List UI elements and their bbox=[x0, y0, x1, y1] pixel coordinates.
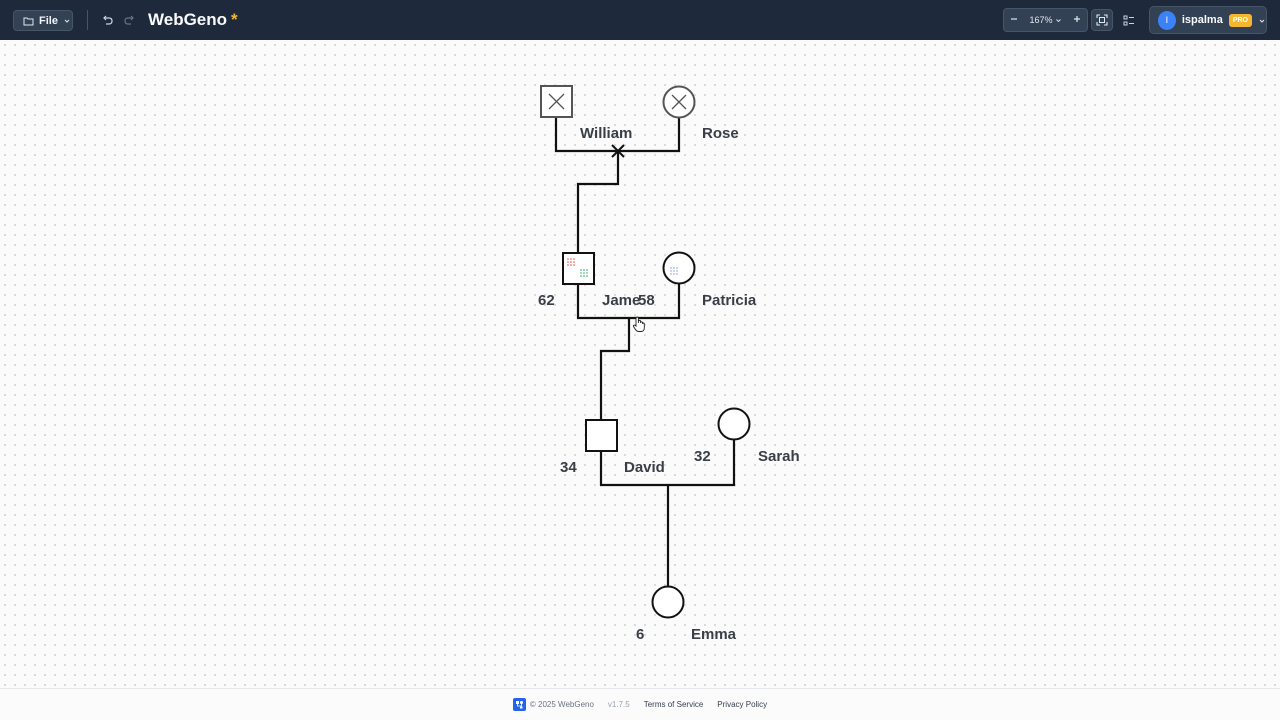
hand-cursor-icon bbox=[632, 316, 645, 332]
name-label-sarah: Sarah bbox=[758, 448, 800, 465]
name-label-patricia: Patricia bbox=[702, 292, 757, 309]
age-label-emma: 6 bbox=[636, 626, 644, 643]
footer: © 2025 WebGeno v1.7.5 Terms of Service P… bbox=[0, 688, 1280, 720]
pedigree-diagram: William Rose 62 Jame 58 Patricia 34 Davi… bbox=[538, 85, 800, 643]
plan-badge: PRO bbox=[1228, 13, 1252, 27]
descent-line-james bbox=[576, 151, 620, 252]
top-toolbar: File WebGeno* 167% bbox=[0, 0, 1280, 40]
settings-panel-button[interactable] bbox=[1120, 11, 1138, 29]
pedigree-canvas[interactable]: William Rose 62 Jame 58 Patricia 34 Davi… bbox=[0, 40, 1280, 688]
chevron-down-icon bbox=[1258, 11, 1266, 29]
name-label-james: Jame bbox=[602, 292, 640, 309]
version-text: v1.7.5 bbox=[607, 700, 630, 709]
user-menu[interactable]: I ispalma PRO bbox=[1149, 6, 1267, 34]
zoom-level-dropdown[interactable]: 167% bbox=[1029, 15, 1061, 25]
file-menu-label: File bbox=[39, 14, 58, 27]
name-label-david: David bbox=[624, 459, 665, 476]
list-settings-icon bbox=[1123, 15, 1134, 25]
fit-to-screen-button[interactable] bbox=[1091, 9, 1113, 31]
privacy-link[interactable]: Privacy Policy bbox=[717, 700, 768, 709]
username: ispalma bbox=[1181, 14, 1223, 26]
copyright-text: © 2025 WebGeno bbox=[529, 700, 594, 709]
age-label-david: 34 bbox=[560, 459, 577, 476]
plus-icon bbox=[1074, 16, 1080, 22]
individual-rose[interactable] bbox=[662, 85, 696, 119]
avatar: I bbox=[1158, 10, 1176, 30]
document-title: WebGeno* bbox=[148, 10, 238, 30]
individual-james[interactable] bbox=[562, 252, 595, 285]
undo-icon bbox=[101, 15, 113, 25]
fit-screen-icon bbox=[1096, 14, 1108, 26]
undo-button[interactable] bbox=[98, 11, 116, 29]
webgeno-logo-icon bbox=[512, 698, 526, 711]
age-label-james: 62 bbox=[538, 292, 555, 309]
individual-patricia[interactable] bbox=[662, 251, 696, 285]
individual-william[interactable] bbox=[540, 85, 573, 118]
folder-icon bbox=[23, 16, 34, 26]
descent-line-david bbox=[599, 318, 631, 419]
terms-link[interactable]: Terms of Service bbox=[643, 700, 704, 709]
toolbar-divider bbox=[87, 10, 88, 30]
redo-button[interactable] bbox=[121, 11, 139, 29]
individual-sarah[interactable] bbox=[717, 407, 751, 441]
individual-david[interactable] bbox=[585, 419, 618, 452]
union-line-david-sarah bbox=[599, 440, 736, 487]
redo-icon bbox=[124, 15, 136, 25]
minus-icon bbox=[1011, 18, 1017, 20]
zoom-in-button[interactable] bbox=[1072, 11, 1082, 29]
chevron-down-icon bbox=[1055, 18, 1061, 22]
document-name: WebGeno bbox=[148, 10, 228, 29]
name-label-rose: Rose bbox=[702, 125, 739, 142]
zoom-level-value: 167% bbox=[1029, 15, 1053, 25]
condition-pattern bbox=[567, 258, 575, 266]
name-label-william: William bbox=[580, 125, 632, 142]
file-menu-button[interactable]: File bbox=[13, 10, 73, 31]
age-label-sarah: 32 bbox=[694, 448, 711, 465]
unsaved-indicator: * bbox=[231, 10, 238, 29]
union-deceased-marker bbox=[611, 144, 625, 158]
zoom-controls: 167% bbox=[1003, 8, 1088, 32]
name-label-emma: Emma bbox=[691, 626, 737, 643]
zoom-out-button[interactable] bbox=[1009, 11, 1019, 29]
relationship-lines bbox=[554, 117, 736, 586]
footer-brand: © 2025 WebGeno bbox=[512, 698, 594, 711]
individual-emma[interactable] bbox=[651, 585, 685, 619]
age-label-patricia: 58 bbox=[638, 292, 655, 309]
chevron-down-icon bbox=[63, 18, 71, 24]
